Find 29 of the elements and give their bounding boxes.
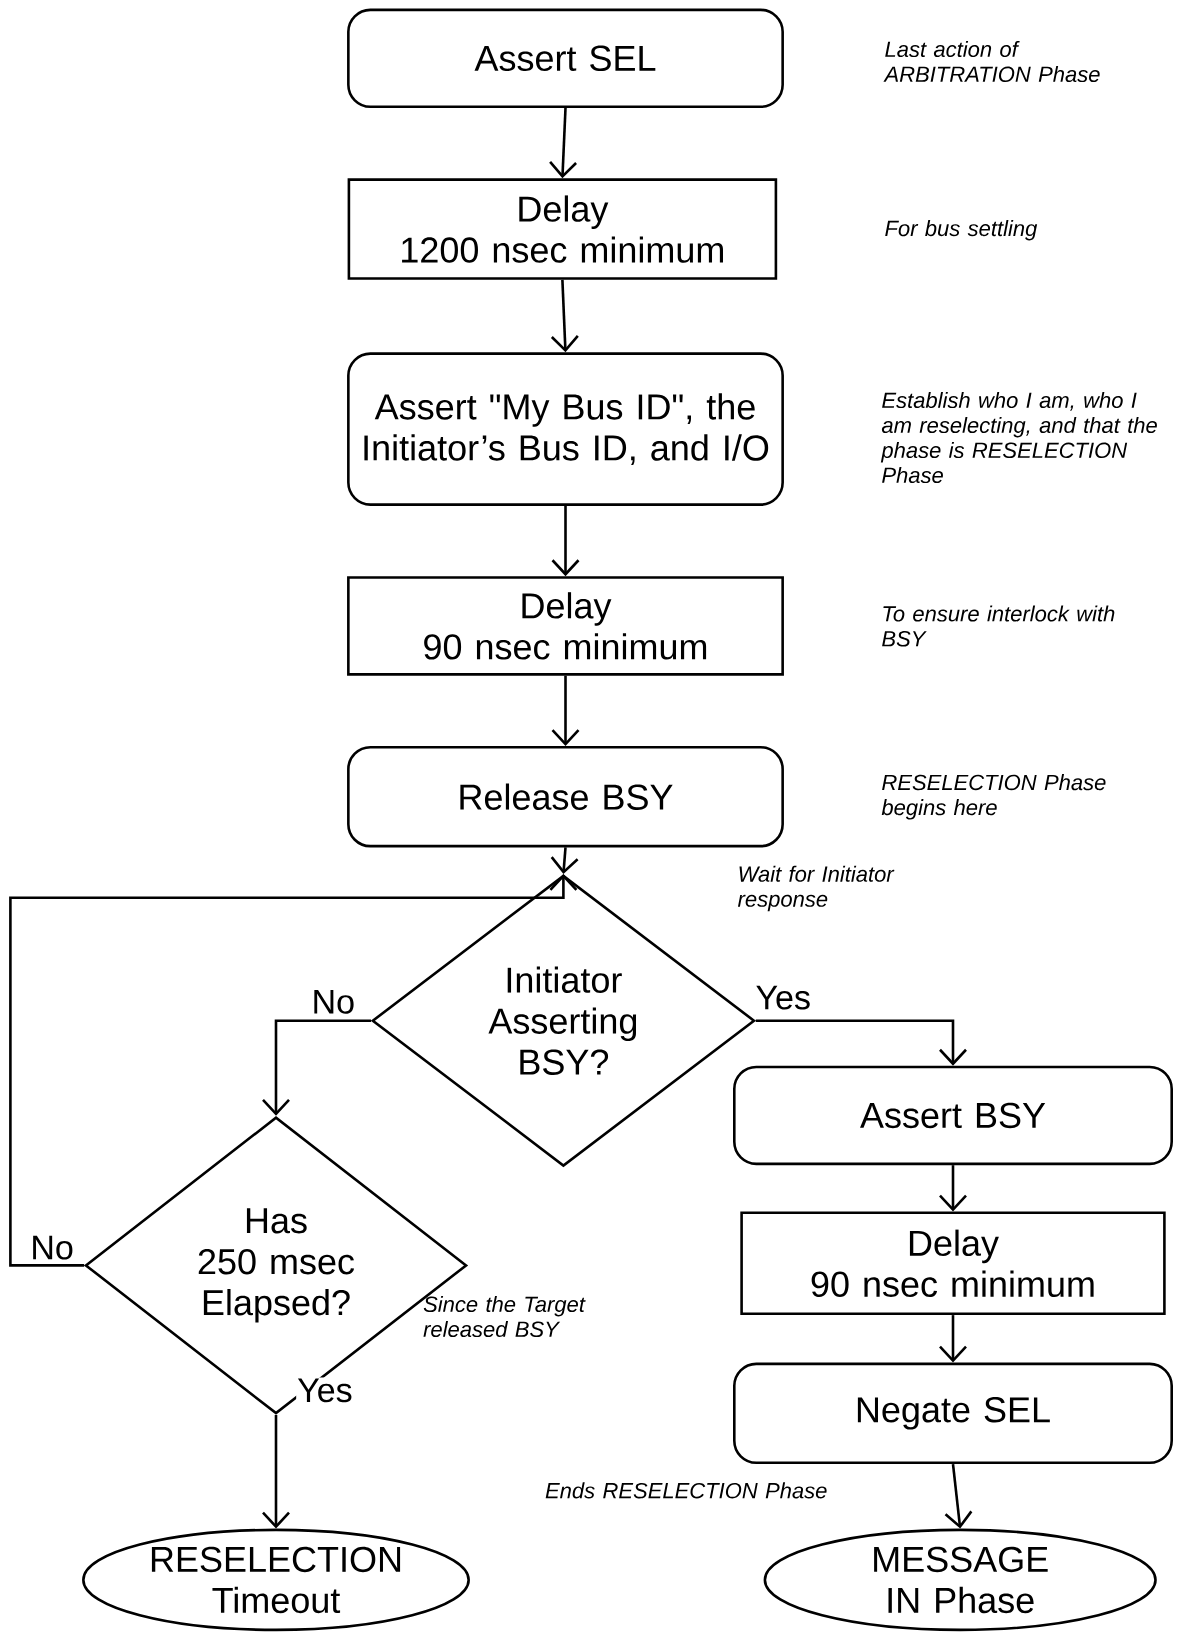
arrow [262,1415,290,1529]
process-box: Assert BSY [733,1065,1173,1166]
note-text: Wait for Initiator response [737,865,895,912]
process-box: Release BSY [347,745,784,848]
note-text: Ends RESELECTION Phase [545,1482,827,1499]
edge-label: Yes [754,984,812,1011]
edge-label: No [310,989,357,1015]
delay-box: Delay 90 nsec minimum [740,1211,1166,1316]
process-box: Assert SEL [347,8,784,109]
note-text: RESELECTION Phase begins here [881,774,1106,820]
edge-label: Yes [296,1377,354,1404]
delay-box: Delay 90 nsec minimum [347,576,784,676]
arrow [9,874,578,1267]
arrow [551,505,580,577]
delay-box: Delay 1200 nsec minimum [347,178,778,280]
process-box: Assert "My Bus ID", the Initiator’s Bus ID, and I/O [347,352,784,506]
arrow [550,279,579,353]
note-text: For bus settling [885,220,1038,241]
process-box: Negate SEL [733,1362,1173,1465]
arrow [549,108,577,179]
note-text: Last action of ARBITRATION Phase [883,40,1100,83]
arrow [262,1019,371,1116]
arrow [944,1463,973,1529]
arrow [551,675,580,746]
edge-label: No [29,1234,75,1261]
note-text: Since the Target released BSY [423,1295,586,1338]
note-text: Establish who I am, who I am reselecting, and that the phase is RESELECTION Phase [880,391,1157,484]
note-text: To ensure interlock with BSY [882,605,1115,647]
arrow [755,1019,967,1066]
